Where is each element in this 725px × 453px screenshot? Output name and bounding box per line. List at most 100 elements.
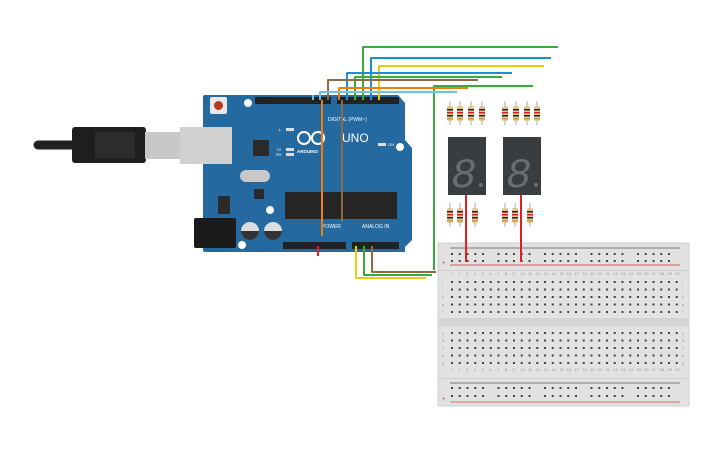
breadboard-hole[interactable]	[451, 303, 453, 306]
breadboard-hole[interactable]	[675, 332, 678, 334]
breadboard-hole[interactable]	[505, 281, 508, 283]
breadboard-hole[interactable]	[551, 281, 554, 283]
rail-hole[interactable]	[606, 260, 608, 262]
resistor[interactable]	[472, 203, 478, 227]
breadboard-hole[interactable]	[482, 339, 484, 342]
rail-hole[interactable]	[505, 253, 508, 255]
breadboard-hole[interactable]	[567, 281, 570, 283]
resistor[interactable]	[468, 101, 474, 125]
breadboard-hole[interactable]	[451, 347, 453, 349]
breadboard-hole[interactable]	[668, 296, 670, 298]
rail-hole[interactable]	[660, 260, 663, 262]
rail-hole[interactable]	[544, 395, 546, 397]
rail-hole[interactable]	[598, 253, 601, 255]
breadboard-hole[interactable]	[606, 296, 608, 298]
breadboard-hole[interactable]	[451, 311, 453, 313]
rail-hole[interactable]	[466, 387, 469, 389]
breadboard-hole[interactable]	[474, 303, 477, 306]
breadboard-hole[interactable]	[652, 332, 655, 334]
rail-hole[interactable]	[590, 387, 593, 389]
breadboard-hole[interactable]	[644, 311, 647, 313]
rail-hole[interactable]	[567, 387, 570, 389]
breadboard-hole[interactable]	[520, 332, 523, 334]
breadboard-hole[interactable]	[598, 288, 601, 291]
breadboard-hole[interactable]	[489, 347, 492, 349]
breadboard-hole[interactable]	[590, 296, 593, 298]
breadboard-hole[interactable]	[513, 296, 515, 298]
wire-brown-mid[interactable]	[371, 246, 436, 273]
breadboard-hole[interactable]	[637, 296, 639, 298]
breadboard-hole[interactable]	[520, 296, 523, 298]
wire-brown-top[interactable]	[327, 79, 478, 100]
breadboard-hole[interactable]	[458, 347, 461, 349]
breadboard-hole[interactable]	[513, 332, 515, 334]
breadboard-hole[interactable]	[567, 362, 570, 364]
breadboard-hole[interactable]	[505, 311, 508, 313]
breadboard-hole[interactable]	[559, 347, 562, 349]
breadboard-hole[interactable]	[652, 362, 655, 364]
rail-hole[interactable]	[466, 395, 469, 397]
breadboard-hole[interactable]	[497, 339, 500, 342]
breadboard-hole[interactable]	[528, 354, 531, 357]
breadboard-hole[interactable]	[675, 281, 678, 283]
breadboard-hole[interactable]	[497, 288, 500, 291]
breadboard-hole[interactable]	[489, 288, 492, 291]
breadboard-hole[interactable]	[668, 281, 670, 283]
breadboard-hole[interactable]	[598, 311, 601, 313]
breadboard-hole[interactable]	[536, 288, 539, 291]
breadboard-hole[interactable]	[551, 303, 554, 306]
breadboard-hole[interactable]	[629, 288, 632, 291]
rail-hole[interactable]	[652, 253, 655, 255]
breadboard-hole[interactable]	[598, 362, 601, 364]
breadboard-hole[interactable]	[582, 296, 585, 298]
breadboard-hole[interactable]	[660, 362, 663, 364]
rail-hole[interactable]	[668, 395, 670, 397]
breadboard-hole[interactable]	[528, 347, 531, 349]
breadboard-hole[interactable]	[675, 354, 678, 357]
rail-hole[interactable]	[474, 260, 477, 262]
rail-hole[interactable]	[474, 395, 477, 397]
breadboard-hole[interactable]	[505, 288, 508, 291]
wire-orange-top[interactable]	[338, 87, 468, 100]
resistor[interactable]	[447, 101, 453, 125]
breadboard-hole[interactable]	[629, 296, 632, 298]
breadboard-hole[interactable]	[482, 332, 484, 334]
breadboard-hole[interactable]	[567, 347, 570, 349]
breadboard-hole[interactable]	[474, 339, 477, 342]
breadboard-hole[interactable]	[520, 303, 523, 306]
breadboard-hole[interactable]	[489, 339, 492, 342]
breadboard-hole[interactable]	[582, 339, 585, 342]
breadboard-hole[interactable]	[621, 362, 624, 364]
rail-hole[interactable]	[451, 260, 453, 262]
breadboard-hole[interactable]	[668, 303, 670, 306]
breadboard-hole[interactable]	[559, 303, 562, 306]
resistor[interactable]	[457, 203, 463, 227]
breadboard-hole[interactable]	[551, 339, 554, 342]
breadboard-hole[interactable]	[559, 339, 562, 342]
rail-hole[interactable]	[575, 260, 577, 262]
breadboard-hole[interactable]	[629, 339, 632, 342]
breadboard[interactable]: - + - + 11223344556677889910101111121213…	[437, 242, 690, 407]
breadboard-hole[interactable]	[644, 288, 647, 291]
rail-hole[interactable]	[613, 253, 616, 255]
breadboard-hole[interactable]	[544, 362, 546, 364]
breadboard-hole[interactable]	[660, 296, 663, 298]
rail-hole[interactable]	[520, 387, 523, 389]
breadboard-hole[interactable]	[637, 281, 639, 283]
breadboard-hole[interactable]	[637, 362, 639, 364]
breadboard-hole[interactable]	[582, 288, 585, 291]
breadboard-hole[interactable]	[451, 362, 453, 364]
rail-hole[interactable]	[668, 260, 670, 262]
breadboard-hole[interactable]	[559, 362, 562, 364]
breadboard-hole[interactable]	[582, 362, 585, 364]
breadboard-hole[interactable]	[559, 281, 562, 283]
breadboard-hole[interactable]	[513, 303, 515, 306]
rail-hole[interactable]	[652, 387, 655, 389]
wire-blue-outer[interactable]	[370, 57, 551, 100]
breadboard-hole[interactable]	[451, 354, 453, 357]
breadboard-hole[interactable]	[520, 362, 523, 364]
breadboard-hole[interactable]	[652, 281, 655, 283]
breadboard-hole[interactable]	[513, 339, 515, 342]
breadboard-hole[interactable]	[458, 281, 461, 283]
breadboard-hole[interactable]	[505, 296, 508, 298]
